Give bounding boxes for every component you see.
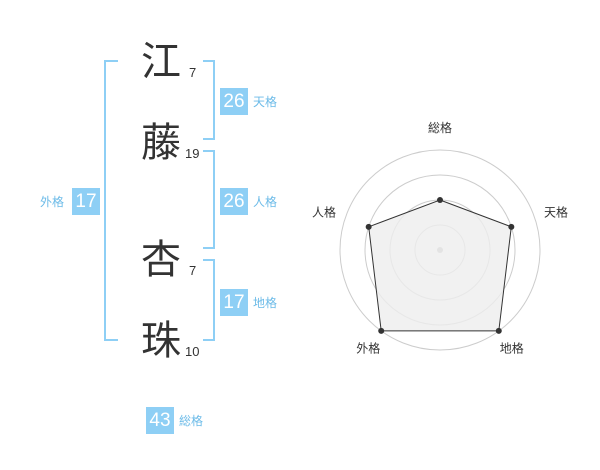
- radar-axis-label-4: 人格: [312, 204, 336, 219]
- chikaku-value: 17: [220, 289, 248, 316]
- tenkaku-bracket: [203, 60, 215, 140]
- chikaku-bracket: [203, 259, 215, 341]
- jinkaku-value: 26: [220, 188, 248, 215]
- given-char-1: 杏: [141, 237, 181, 283]
- radar-point-4: [365, 223, 372, 230]
- radar-point-0: [437, 197, 443, 203]
- gaikaku-value: 17: [72, 188, 100, 215]
- given-char-2: 珠: [141, 318, 181, 364]
- given-char-1-strokes: 7: [189, 263, 197, 278]
- radar-point-1: [508, 223, 515, 230]
- radar-axis-label-2: 地格: [500, 341, 524, 356]
- radar-polygon-group: [368, 199, 512, 332]
- tenkaku-value: 26: [220, 88, 248, 115]
- surname-char-1-strokes: 7: [189, 65, 197, 80]
- gaikaku-bracket: [104, 60, 118, 341]
- surname-char-2-strokes: 19: [185, 146, 200, 161]
- radar-point-2: [495, 327, 502, 334]
- gaikaku-label: 外格: [40, 195, 65, 209]
- soukaku-value: 43: [146, 407, 174, 434]
- radar-points: [365, 197, 515, 334]
- chikaku-label: 地格: [253, 296, 278, 310]
- tenkaku-label: 天格: [253, 95, 278, 109]
- given-char-2-strokes: 10: [185, 344, 200, 359]
- radar-ring-4: [339, 149, 541, 351]
- radar-axis-label-0: 総格: [428, 120, 452, 135]
- radar-polygon: [368, 199, 512, 332]
- radar-axis-label-3: 外格: [356, 341, 380, 356]
- radar-axis-label-1: 天格: [544, 204, 568, 219]
- radar-point-3: [378, 327, 385, 334]
- surname-char-1: 江: [141, 39, 181, 85]
- jinkaku-label: 人格: [253, 195, 278, 209]
- surname-char-2: 藤: [141, 120, 181, 166]
- soukaku-label: 総格: [179, 414, 204, 428]
- jinkaku-bracket: [203, 150, 215, 249]
